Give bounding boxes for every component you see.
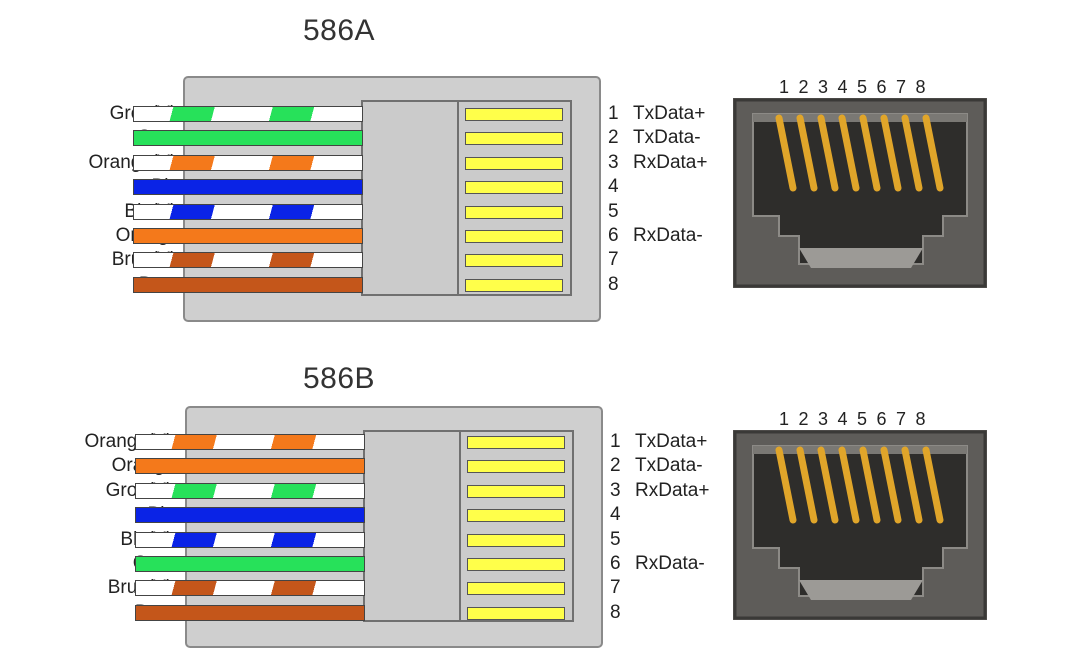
pin-signal-label: TxData+ [633,103,706,124]
jack-pin-number: 4 [837,77,848,97]
pin-number: 6 [610,553,621,574]
wire-striped [133,154,363,171]
pin-contact [467,509,565,523]
pin-number: 3 [610,479,621,501]
jack-pin [817,446,839,524]
jack-pin-number: 6 [876,409,887,429]
jack-pin-number: 2 [798,409,809,429]
pin-contact [465,205,563,219]
jack-outline [733,430,987,620]
pin-contact [465,156,563,170]
pin-number: 6 [608,225,619,246]
wire-striped [133,203,363,220]
jack-pin-number: 1 [779,77,790,97]
jack-pin-number: 8 [915,77,926,97]
wire-solid [135,604,365,621]
jack-pin [775,446,797,524]
jack-pin-number: 4 [837,409,848,429]
jack-pin [817,114,839,192]
jack-pin [838,446,860,524]
jack-pin [859,114,881,192]
jack-pin [922,114,944,192]
pin-contact [467,606,565,620]
pin-signal-label: RxData+ [635,479,710,501]
pin-number: 4 [608,176,619,198]
jack-pin-number: 2 [798,77,809,97]
wire-striped [135,434,365,450]
pin-contact [467,582,565,596]
pin-number: 8 [608,273,619,295]
jack-pin-number: 8 [915,409,926,429]
pin-number: 5 [608,200,619,222]
pin-number: 4 [610,504,621,526]
rj45-jack-image [733,430,987,620]
pin-signal-label: TxData- [635,455,703,477]
pin-contact [467,436,565,449]
pin-number: 7 [608,249,619,271]
wire-solid [133,228,363,244]
jack-outline [733,98,987,288]
pin-contact [467,484,565,498]
jack-pin [859,446,881,524]
jack-pin-number: 5 [857,77,868,97]
wire-striped [133,252,363,269]
section-title: 586A [303,14,376,47]
pin-signal-label: TxData+ [635,431,708,452]
wire-solid [135,507,365,524]
pin-number: 7 [610,577,621,599]
wire-solid [133,179,363,196]
pin-contact [465,254,563,268]
jack-pin [880,446,902,524]
pin-number: 2 [610,455,621,477]
pin-number: 8 [610,601,621,623]
jack-latch-slot [799,248,923,268]
jack-pin [901,446,923,524]
wire-solid [133,276,363,293]
wire-striped [133,106,363,122]
wire-striped [135,482,365,499]
pin-contact [465,108,563,121]
pin-contact [467,460,565,474]
pin-number: 2 [608,127,619,149]
pin-signal-label: RxData+ [633,151,708,173]
jack-pin [796,446,818,524]
jack-pin-number: 5 [857,409,868,429]
pin-number: 1 [610,431,621,452]
pin-contact [465,230,563,243]
pin-contact [465,132,563,146]
pin-signal-label: TxData- [633,127,701,149]
jack-pin-number: 7 [896,77,907,97]
pin-signal-label: RxData- [635,553,705,574]
jack-pin-number: 1 [779,409,790,429]
jack-pin-number: 6 [876,77,887,97]
pin-contact [467,533,565,547]
jack-pin [880,114,902,192]
jack-pin [838,114,860,192]
wire-solid [135,556,365,572]
pin-number: 5 [610,528,621,550]
pin-contact [467,558,565,571]
pin-number: 1 [608,103,619,124]
jack-pin [775,114,797,192]
jack-pin [796,114,818,192]
wire-solid [135,458,365,475]
wire-striped [135,580,365,597]
rj45-jack-image [733,98,987,288]
plug-latch [363,430,461,622]
pin-contact [465,278,563,292]
jack-pin [922,446,944,524]
jack-pin-number: 3 [818,409,829,429]
wire-striped [135,531,365,548]
plug-latch [361,100,459,296]
jack-latch-slot [799,580,923,600]
jack-pin-number: 7 [896,409,907,429]
jack-pin [901,114,923,192]
pin-signal-label: RxData- [633,225,703,246]
pin-contact [465,181,563,195]
section-title: 586B [303,362,376,395]
wire-solid [133,130,363,147]
pin-number: 3 [608,151,619,173]
jack-pin-number: 3 [818,77,829,97]
